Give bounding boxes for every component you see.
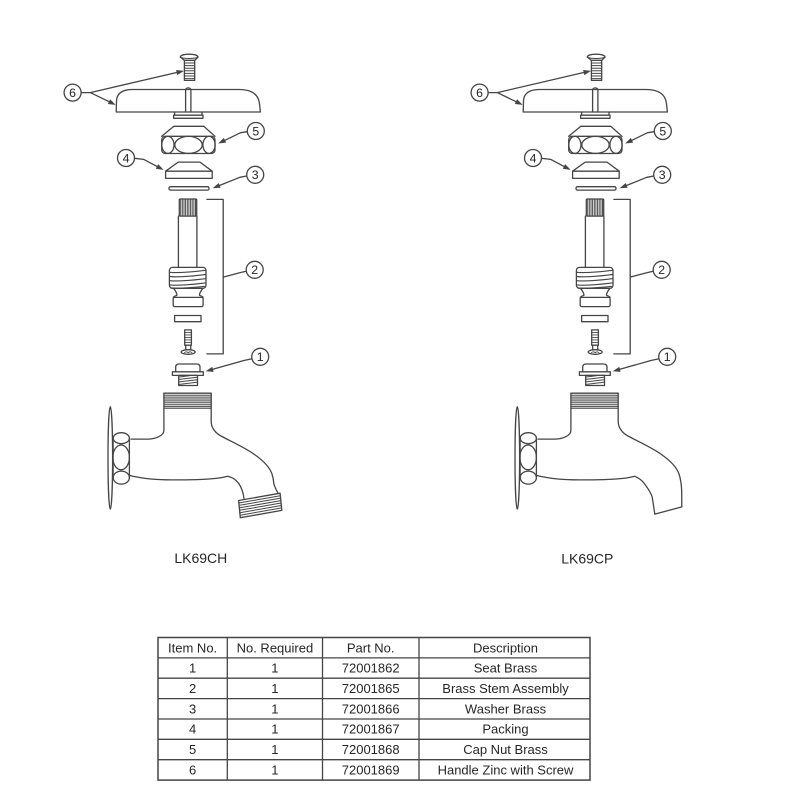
svg-text:1: 1 bbox=[271, 762, 278, 777]
svg-text:4: 4 bbox=[189, 722, 196, 737]
svg-text:72001868: 72001868 bbox=[342, 742, 400, 757]
svg-text:1: 1 bbox=[271, 661, 278, 676]
svg-text:5: 5 bbox=[189, 742, 196, 757]
svg-text:1: 1 bbox=[271, 742, 278, 757]
svg-text:Washer Brass: Washer Brass bbox=[465, 701, 547, 716]
svg-text:Seat Brass: Seat Brass bbox=[474, 661, 538, 676]
svg-text:72001862: 72001862 bbox=[342, 661, 400, 676]
svg-text:LK69CP: LK69CP bbox=[561, 550, 613, 566]
svg-text:Part No.: Part No. bbox=[347, 640, 395, 655]
svg-text:No. Required: No. Required bbox=[237, 640, 314, 655]
svg-text:1: 1 bbox=[271, 701, 278, 716]
svg-text:Item No.: Item No. bbox=[168, 640, 217, 655]
svg-text:Description: Description bbox=[473, 640, 538, 655]
svg-text:1: 1 bbox=[271, 681, 278, 696]
svg-text:72001869: 72001869 bbox=[342, 762, 400, 777]
svg-text:72001865: 72001865 bbox=[342, 681, 400, 696]
svg-text:6: 6 bbox=[189, 762, 196, 777]
svg-text:3: 3 bbox=[189, 701, 196, 716]
svg-text:Brass Stem Assembly: Brass Stem Assembly bbox=[442, 681, 569, 696]
svg-text:1: 1 bbox=[271, 722, 278, 737]
svg-text:Cap Nut Brass: Cap Nut Brass bbox=[463, 742, 548, 757]
svg-text:1: 1 bbox=[189, 661, 196, 676]
svg-text:2: 2 bbox=[189, 681, 196, 696]
svg-text:Handle Zinc with Screw: Handle Zinc with Screw bbox=[438, 762, 574, 777]
svg-text:LK69CH: LK69CH bbox=[174, 550, 227, 566]
svg-text:72001866: 72001866 bbox=[342, 701, 400, 716]
svg-text:Packing: Packing bbox=[482, 722, 528, 737]
svg-text:72001867: 72001867 bbox=[342, 722, 400, 737]
